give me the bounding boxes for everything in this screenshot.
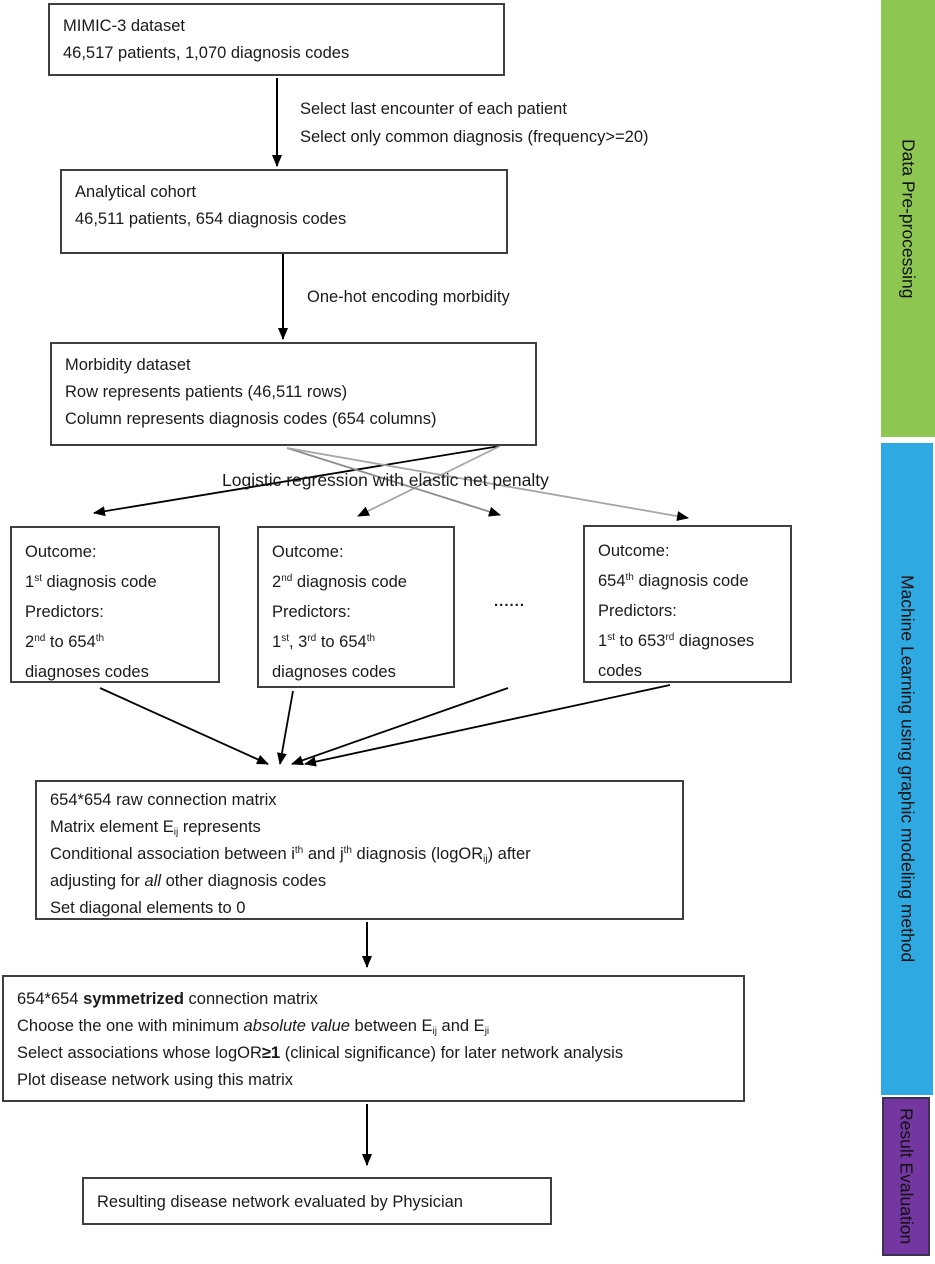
box-line: Matrix element Eij represents (50, 818, 261, 838)
box-line: 1st to 653rd diagnoses (598, 632, 755, 650)
arrow-morbidity-to-outcome3 (286, 447, 689, 522)
box-line: diagnoses codes (25, 663, 149, 681)
arrow-morbidity-to-outcome2 (357, 445, 501, 517)
box-line: 1st, 3rd to 654th (272, 633, 376, 651)
box-line: codes (598, 662, 643, 680)
box-line: Conditional association between ith and … (50, 845, 531, 865)
box-line: 2nd diagnosis code (272, 573, 407, 591)
box-line: Outcome: (272, 543, 344, 561)
sidebar-result-evaluation: Result Evaluation (882, 1097, 930, 1256)
result-box: Resulting disease network evaluated by P… (82, 1177, 552, 1225)
box-line: Morbidity dataset (65, 356, 191, 374)
box-line: Outcome: (598, 542, 670, 560)
symmetrized-matrix-box: 654*654 symmetrized connection matrix Ch… (2, 975, 745, 1102)
outcome-box-3: Outcome: 654th diagnosis code Predictors… (583, 525, 792, 683)
box-line: Row represents patients (46,511 rows) (65, 383, 348, 401)
box-line: 654th diagnosis code (598, 572, 749, 590)
box-line: Select associations whose logOR≥1 (clini… (17, 1044, 624, 1062)
arrow-dots-to-raw (291, 687, 509, 766)
edge-label-select-line2: Select only common diagnosis (frequency>… (300, 127, 649, 146)
box-line: 2nd to 654th (25, 633, 105, 651)
sidebar-machine-learning: Machine Learning using graphic modeling … (881, 443, 933, 1095)
edge-label-select: Select last encounter of each patient Se… (300, 96, 649, 151)
arrow-outcome3-to-raw (304, 684, 671, 767)
sidebar-data-preprocessing-label: Data Pre-processing (898, 138, 919, 299)
outcome-box-1: Outcome: 1st diagnosis code Predictors: … (10, 526, 220, 683)
box-line: Set diagonal elements to 0 (50, 899, 246, 917)
box-line: Column represents diagnosis codes (654 c… (65, 410, 437, 428)
box-line: Plot disease network using this matrix (17, 1071, 294, 1089)
arrow-morbidity-to-dots (286, 447, 501, 517)
arrow-outcome1-to-raw (99, 687, 269, 765)
box-line: 654*654 raw connection matrix (50, 791, 277, 809)
box-line: 46,517 patients, 1,070 diagnosis codes (63, 44, 350, 62)
edge-label-onehot: One-hot encoding morbidity (307, 288, 510, 306)
box-line: Analytical cohort (75, 183, 197, 201)
edge-label-logistic: Logistic regression with elastic net pen… (222, 470, 549, 490)
box-line: Resulting disease network evaluated by P… (97, 1193, 463, 1211)
box-line: Predictors: (25, 603, 104, 621)
box-line: adjusting for all other diagnosis codes (50, 872, 327, 890)
outcome-box-2: Outcome: 2nd diagnosis code Predictors: … (257, 526, 455, 688)
arrow-morbidity-to-outcome1 (93, 445, 501, 517)
morbidity-dataset-box: Morbidity dataset Row represents patient… (50, 342, 537, 446)
sidebar-result-evaluation-label: Result Evaluation (896, 1108, 917, 1245)
mimic-dataset-box: MIMIC-3 dataset 46,517 patients, 1,070 d… (48, 3, 505, 76)
analytical-cohort-box: Analytical cohort 46,511 patients, 654 d… (60, 169, 508, 254)
box-line: Choose the one with minimum absolute val… (17, 1017, 490, 1037)
sidebar-data-preprocessing: Data Pre-processing (881, 0, 935, 437)
arrow-outcome2-to-raw (277, 690, 294, 765)
box-line: Predictors: (598, 602, 677, 620)
box-line: Outcome: (25, 543, 97, 561)
edge-label-select-line1: Select last encounter of each patient (300, 100, 567, 118)
raw-connection-matrix-box: 654*654 raw connection matrix Matrix ele… (35, 780, 684, 920)
box-line: diagnoses codes (272, 663, 396, 681)
sidebar-machine-learning-label: Machine Learning using graphic modeling … (897, 575, 918, 963)
ellipsis-dots: ...... (494, 593, 526, 610)
box-line: Predictors: (272, 603, 351, 621)
box-line: 654*654 symmetrized connection matrix (17, 990, 318, 1008)
box-line: MIMIC-3 dataset (63, 17, 185, 35)
box-line: 1st diagnosis code (25, 573, 157, 591)
box-line: 46,511 patients, 654 diagnosis codes (75, 210, 347, 228)
